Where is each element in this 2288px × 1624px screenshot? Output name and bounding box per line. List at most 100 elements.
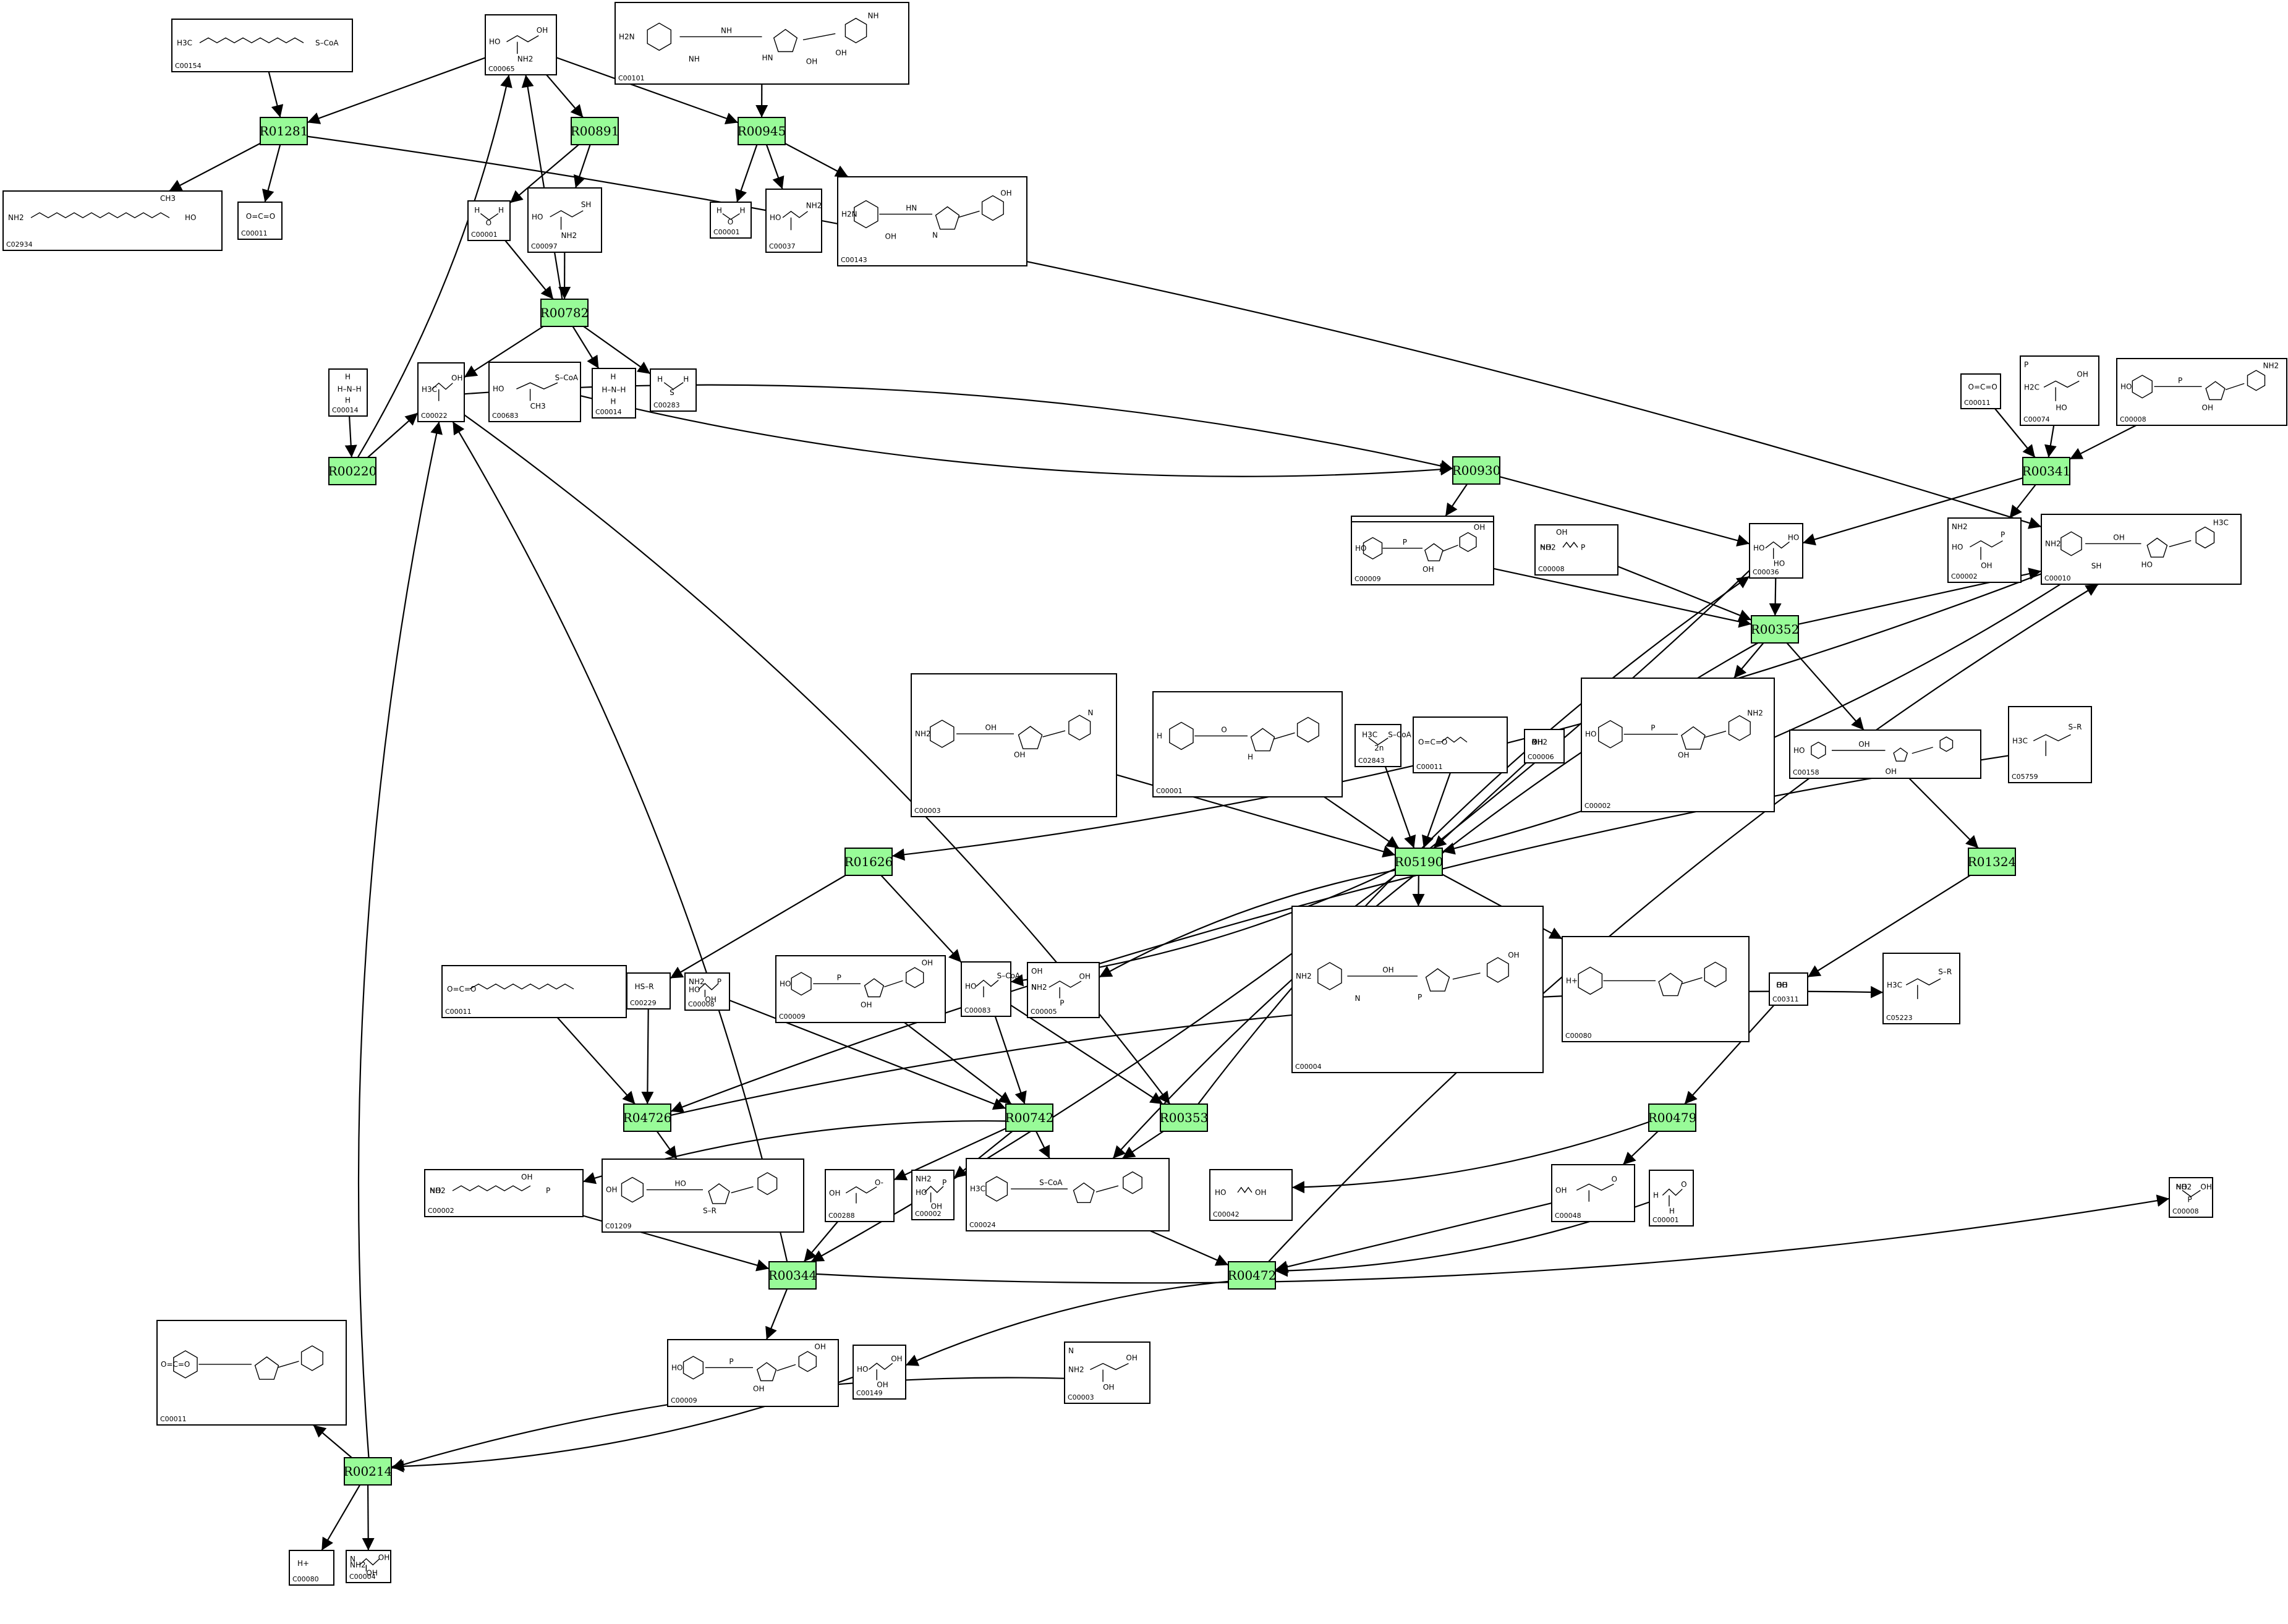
atom-label: S–R <box>2069 723 2082 731</box>
atom-label: HO <box>689 985 700 994</box>
bond-line <box>924 1186 944 1193</box>
atom-label: P <box>2187 1196 2192 1204</box>
compound-id: C05759 <box>2012 773 2038 781</box>
compound-id: C00001 <box>713 228 740 236</box>
compound-node[interactable]: H+C00080 <box>1562 936 1750 1042</box>
reaction-node[interactable]: R00782 <box>540 299 589 327</box>
reaction-node[interactable]: R00472 <box>1228 1261 1277 1290</box>
compound-id: C00158 <box>1793 768 1819 776</box>
reaction-node[interactable]: R01626 <box>844 848 893 876</box>
atom-label: O <box>486 219 491 227</box>
atom-label: H3C <box>970 1184 985 1193</box>
compound-id: C00001 <box>1156 787 1183 795</box>
bond-line <box>1363 537 1383 560</box>
compound-node[interactable]: H+C00080 <box>289 1550 334 1586</box>
reaction-edge <box>1412 875 1425 907</box>
atom-label: HO <box>185 213 196 222</box>
compound-id: C00004 <box>349 1573 376 1581</box>
compound-box <box>602 1158 804 1233</box>
reaction-node[interactable]: R05190 <box>1395 848 1444 876</box>
bond-line <box>254 1356 279 1380</box>
bond-line <box>432 382 453 390</box>
reaction-node[interactable]: R00341 <box>2022 457 2071 485</box>
reaction-node[interactable]: R00742 <box>1005 1103 1054 1132</box>
compound-node[interactable]: OHO-C00288 <box>825 1169 895 1222</box>
reaction-node[interactable]: R00479 <box>1648 1103 1697 1132</box>
reaction-node[interactable]: R01281 <box>260 117 308 145</box>
atom-label: SH <box>581 200 592 209</box>
reaction-node[interactable]: R01324 <box>1968 848 2017 876</box>
atom-label: HO <box>1540 543 1551 552</box>
reaction-node[interactable]: R00930 <box>1452 456 1501 485</box>
bond-line <box>2169 540 2192 548</box>
reaction-node[interactable]: R00214 <box>344 1457 393 1486</box>
reaction-node[interactable]: R00344 <box>768 1261 817 1290</box>
compound-box <box>966 1158 1170 1231</box>
reaction-node[interactable]: R04726 <box>623 1103 672 1132</box>
reaction-edge <box>367 412 419 458</box>
reaction-node[interactable]: R00945 <box>738 117 786 145</box>
reaction-edge <box>2069 425 2137 460</box>
compound-id: C01209 <box>605 1222 632 1230</box>
reaction-node[interactable]: R00353 <box>1160 1103 1209 1132</box>
compound-box <box>853 1345 906 1400</box>
reaction-node[interactable]: R00220 <box>328 457 377 485</box>
reaction-node[interactable]: R00891 <box>571 117 619 145</box>
atom-label: HO <box>857 1365 868 1374</box>
reaction-node[interactable]: R00352 <box>1751 615 1800 644</box>
